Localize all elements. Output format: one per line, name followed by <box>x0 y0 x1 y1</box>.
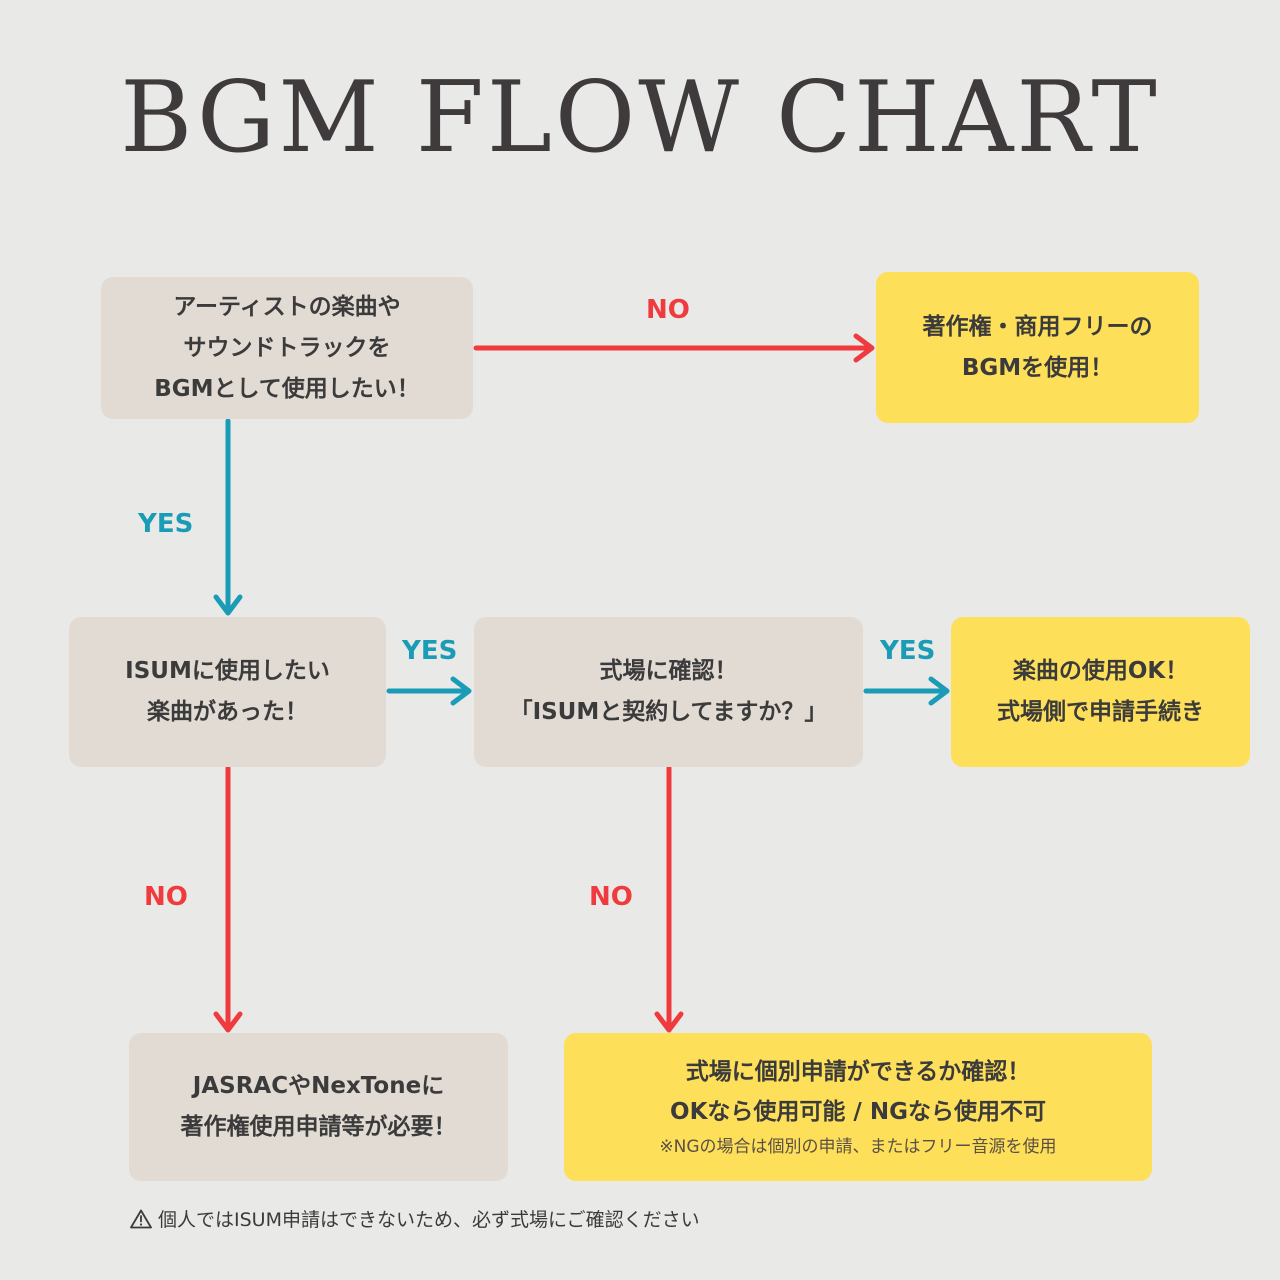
node-isum-has: ISUMに使用したい 楽曲があった！ <box>69 617 386 767</box>
node-isum-has-line-2: 楽曲があった！ <box>147 699 308 725</box>
node-start-line-3: BGMとして使用したい！ <box>154 375 420 402</box>
node-venue-check-line-1: 式場に確認！ <box>599 658 738 684</box>
edge-label-start-to-free: NO <box>646 295 690 325</box>
node-free-bgm-line-2: BGMを使用！ <box>961 354 1114 381</box>
node-jasrac-line-1: JASRACやNexToneに <box>192 1073 445 1099</box>
edge-label-isum-to-jasrac: NO <box>144 882 188 912</box>
node-individual-note: ※NGの場合は個別の申請、またはフリー音源を使用 <box>659 1137 1057 1157</box>
node-ok-result: 楽曲の使用OK！ 式場側で申請手続き <box>951 617 1250 767</box>
node-isum-has-line-1: ISUMに使用したい <box>125 658 330 684</box>
node-ok-result-line-1: 楽曲の使用OK！ <box>1012 658 1189 684</box>
footnote-text: 個人ではISUM申請はできないため、必ず式場にご確認ください <box>158 1209 700 1231</box>
footnote: 個人ではISUM申請はできないため、必ず式場にご確認ください <box>130 1206 700 1234</box>
node-jasrac: JASRACやNexToneに 著作権使用申請等が必要！ <box>129 1033 508 1181</box>
edge-label-venue-to-ok: YES <box>880 636 936 666</box>
node-jasrac-line-2: 著作権使用申請等が必要！ <box>180 1114 457 1140</box>
node-start: アーティストの楽曲や サウンドトラックを BGMとして使用したい！ <box>101 277 473 419</box>
node-free-bgm: 著作権・商用フリーの BGMを使用！ <box>876 272 1199 423</box>
warning-icon <box>130 1209 152 1229</box>
node-start-line-2: サウンドトラックを <box>183 334 391 361</box>
arrow-venue-to-individual <box>654 765 684 1033</box>
node-individual: 式場に個別申請ができるか確認！ OKなら使用可能 / NGなら使用不可 ※NGの… <box>564 1033 1152 1181</box>
node-free-bgm-line-1: 著作権・商用フリーの <box>922 313 1153 340</box>
node-individual-line-2: OKなら使用可能 / NGなら使用不可 <box>670 1099 1046 1125</box>
page-title: BGM FLOW CHART <box>120 61 1160 175</box>
arrow-isum-to-jasrac <box>213 765 243 1033</box>
edge-label-venue-to-individual: NO <box>589 882 633 912</box>
arrow-start-to-free <box>473 333 875 363</box>
arrow-start-to-isum <box>213 418 243 616</box>
edge-label-isum-to-venue: YES <box>402 636 458 666</box>
node-individual-line-1: 式場に個別申請ができるか確認！ <box>685 1059 1031 1085</box>
node-venue-check: 式場に確認！ 「ISUMと契約してますか？」 <box>474 617 863 767</box>
edge-label-start-to-isum: YES <box>138 509 194 539</box>
arrow-isum-to-venue <box>386 676 472 706</box>
arrow-venue-to-ok <box>863 676 950 706</box>
node-venue-check-line-2: 「ISUMと契約してますか？」 <box>509 699 828 725</box>
node-start-line-1: アーティストの楽曲や <box>173 293 401 320</box>
node-ok-result-line-2: 式場側で申請手続き <box>997 699 1204 725</box>
